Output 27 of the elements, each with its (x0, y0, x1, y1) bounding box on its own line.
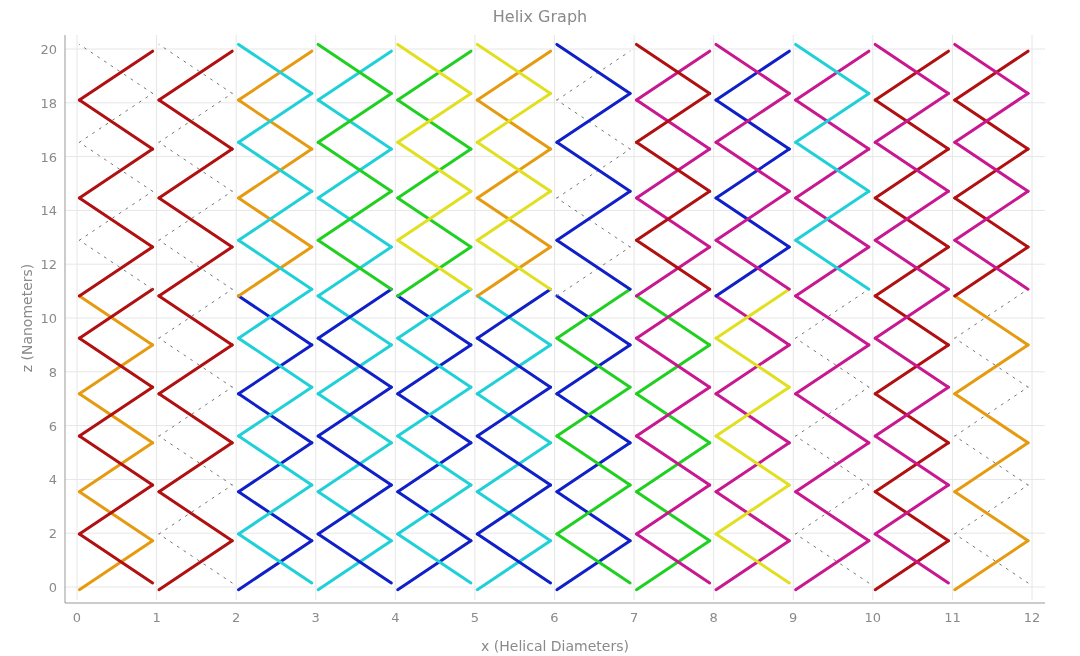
tick-label: 2 (48, 525, 57, 541)
chart-title: Helix Graph (492, 6, 588, 26)
tick-label: 6 (48, 418, 57, 434)
tick-label: 10 (864, 609, 882, 625)
tick-label: 20 (40, 41, 57, 57)
tick-label: 7 (629, 609, 639, 625)
tick-label: 1 (152, 609, 161, 625)
tick-label: 3 (311, 609, 320, 625)
tick-label: 4 (391, 609, 400, 625)
tick-label: 2 (232, 609, 241, 625)
tick-label: 11 (944, 609, 961, 625)
tick-label: 6 (550, 609, 559, 625)
tick-label: 14 (40, 202, 57, 218)
tick-label: 12 (40, 256, 57, 272)
tick-label: 18 (40, 95, 57, 111)
tick-label: 16 (40, 149, 57, 165)
tick-label: 8 (48, 364, 57, 380)
tick-label: 0 (72, 609, 82, 625)
tick-label: 4 (48, 471, 57, 487)
axis-title: z (Nanometers) (19, 263, 35, 373)
tick-label: 0 (48, 579, 57, 595)
axis-title: x (Helical Diameters) (481, 638, 629, 654)
tick-label: 8 (709, 609, 718, 625)
tick-label: 5 (470, 609, 480, 625)
tick-label: 10 (40, 310, 57, 326)
tick-label: 12 (1023, 609, 1041, 625)
tick-label: 9 (789, 609, 798, 625)
